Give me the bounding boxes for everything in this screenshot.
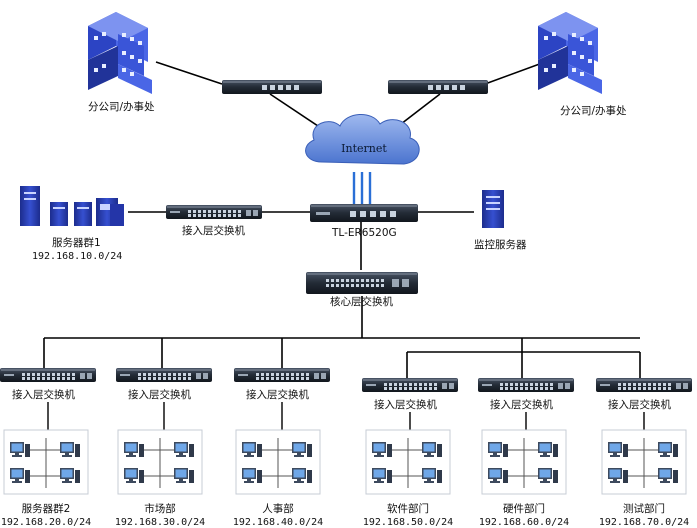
- branch-office-right-building: [538, 12, 602, 94]
- server-group-1-icon: [20, 186, 124, 226]
- department-name: 人事部: [262, 502, 294, 515]
- internet-cloud: Internet: [305, 114, 420, 165]
- department-access-switch: [596, 378, 692, 392]
- department-list: 接入层交换机服务器群2192.168.20.0/24接入层交换机市场部192.1…: [0, 368, 692, 528]
- department-access-switch-label: 接入层交换机: [374, 398, 437, 411]
- branch-office-left-building: [88, 12, 152, 94]
- department-name: 服务器群2: [22, 502, 71, 515]
- core-switch-label: 核心层交换机: [330, 295, 393, 308]
- server-group-1-label: 服务器群1: [52, 236, 101, 249]
- branch-office-right-label: 分公司/办事处: [560, 104, 627, 117]
- branch-router-right: [388, 80, 488, 94]
- department-access-switch: [116, 368, 212, 382]
- department-access-switch-label: 接入层交换机: [490, 398, 553, 411]
- department-access-switch: [362, 378, 458, 392]
- branch-office-left-label: 分公司/办事处: [88, 100, 155, 113]
- department-access-switch-label: 接入层交换机: [246, 388, 309, 401]
- department-subnet: 192.168.60.0/24: [479, 517, 569, 528]
- main-router: [310, 204, 418, 222]
- department-access-switch-label: 接入层交换机: [128, 388, 191, 401]
- department-name: 软件部门: [387, 502, 429, 515]
- department-name: 市场部: [144, 502, 176, 515]
- department-subnet: 192.168.20.0/24: [1, 517, 91, 528]
- department-access-switch: [478, 378, 574, 392]
- top-access-switch-label: 接入层交换机: [182, 224, 245, 237]
- department-subnet: 192.168.70.0/24: [599, 517, 689, 528]
- monitor-server-icon: [482, 190, 504, 228]
- monitor-server-label: 监控服务器: [474, 238, 527, 251]
- fiber-links: [352, 172, 372, 204]
- department-subnet: 192.168.40.0/24: [233, 517, 323, 528]
- department-access-switch-label: 接入层交换机: [608, 398, 671, 411]
- department-name: 硬件部门: [503, 502, 545, 515]
- department-access-switch-label: 接入层交换机: [12, 388, 75, 401]
- department-access-switch: [234, 368, 330, 382]
- branch-router-left: [222, 80, 322, 94]
- department-subnet: 192.168.50.0/24: [363, 517, 453, 528]
- core-switch: [306, 272, 418, 294]
- server-group-1-subnet: 192.168.10.0/24: [32, 251, 122, 262]
- main-router-label: TL-ER6520G: [331, 227, 397, 239]
- top-access-switch: [166, 205, 262, 219]
- links: [43, 61, 641, 378]
- department-subnet: 192.168.30.0/24: [115, 517, 205, 528]
- department-name: 测试部门: [623, 502, 665, 515]
- internet-label: Internet: [341, 142, 387, 155]
- department-access-switch: [0, 368, 96, 382]
